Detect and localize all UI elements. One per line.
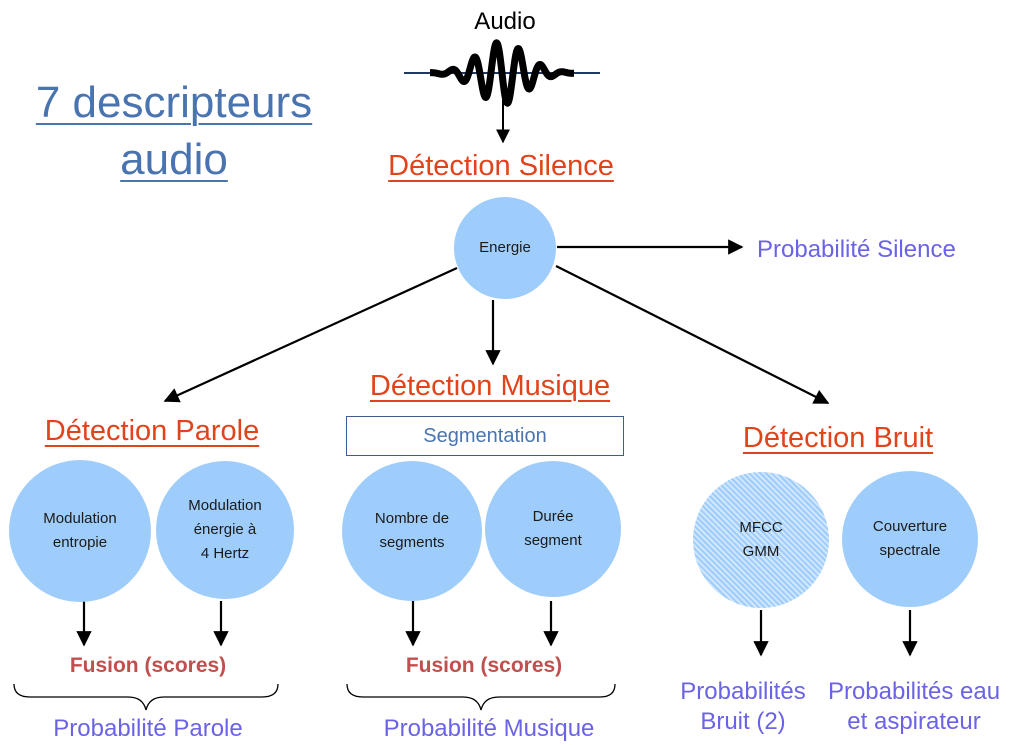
node-line: énergie à [193, 521, 257, 538]
node-line: segments [379, 534, 445, 551]
energie-node: Energie [454, 197, 556, 299]
node-line: Couverture [872, 518, 948, 535]
node-line: Nombre de [374, 510, 450, 527]
node-line: Modulation [43, 510, 117, 527]
parole-fusion: Fusion (scores) [69, 654, 227, 677]
prob-line: et aspirateur [847, 708, 981, 735]
parole-node-entropie: Modulation entropie [9, 460, 151, 602]
bruit-title: Détection Bruit [742, 422, 934, 454]
silence-probability: Probabilité Silence [757, 236, 956, 263]
musique-fusion: Fusion (scores) [405, 654, 563, 677]
bruit-node-mfcc-gmm: MFCC GMM [693, 472, 829, 608]
node-line: spectrale [879, 542, 941, 559]
prob-line: Probabilités eau [827, 678, 1001, 705]
musique-probability: Probabilité Musique [383, 715, 595, 742]
node-line: Modulation [188, 497, 262, 514]
prob-line: Bruit (2) [700, 708, 786, 735]
silence-title: Détection Silence [388, 150, 614, 182]
node-line: Durée [532, 508, 574, 525]
prob-line: Probabilités [680, 678, 806, 705]
bruit-node-couverture-spectrale: Couverture spectrale [842, 471, 978, 607]
arrow-energie-to-bruit [555, 265, 830, 404]
parole-title: Détection Parole [44, 415, 260, 447]
energie-label: Energie [479, 239, 531, 256]
parole-node-energie-4hz: Modulation énergie à 4 Hertz [156, 461, 294, 599]
brace-parole [13, 683, 279, 711]
main-title-line-1: 7 descripteurs [35, 78, 313, 127]
audio-waveform-icon [404, 39, 600, 107]
node-line: GMM [742, 543, 780, 560]
parole-probability: Probabilité Parole [53, 715, 243, 742]
segmentation-box: Segmentation [346, 416, 624, 456]
node-line: 4 Hertz [200, 545, 250, 562]
musique-title: Détection Musique [369, 370, 611, 402]
musique-node-nombre-segments: Nombre de segments [342, 461, 482, 601]
musique-node-duree-segment: Durée segment [485, 461, 621, 597]
arrow-energie-to-parole [163, 266, 458, 403]
node-line: entropie [52, 534, 108, 551]
audio-label: Audio [474, 8, 536, 35]
node-line: segment [524, 532, 582, 549]
main-title-line-2: audio [120, 135, 228, 184]
node-line: MFCC [739, 519, 783, 536]
segmentation-label: Segmentation [423, 424, 547, 447]
bruit-probability-bruit: Probabilités Bruit (2) [680, 677, 805, 737]
bruit-probability-eau-aspirateur: Probabilités eau et aspirateur [828, 677, 1000, 737]
brace-musique [346, 683, 616, 711]
